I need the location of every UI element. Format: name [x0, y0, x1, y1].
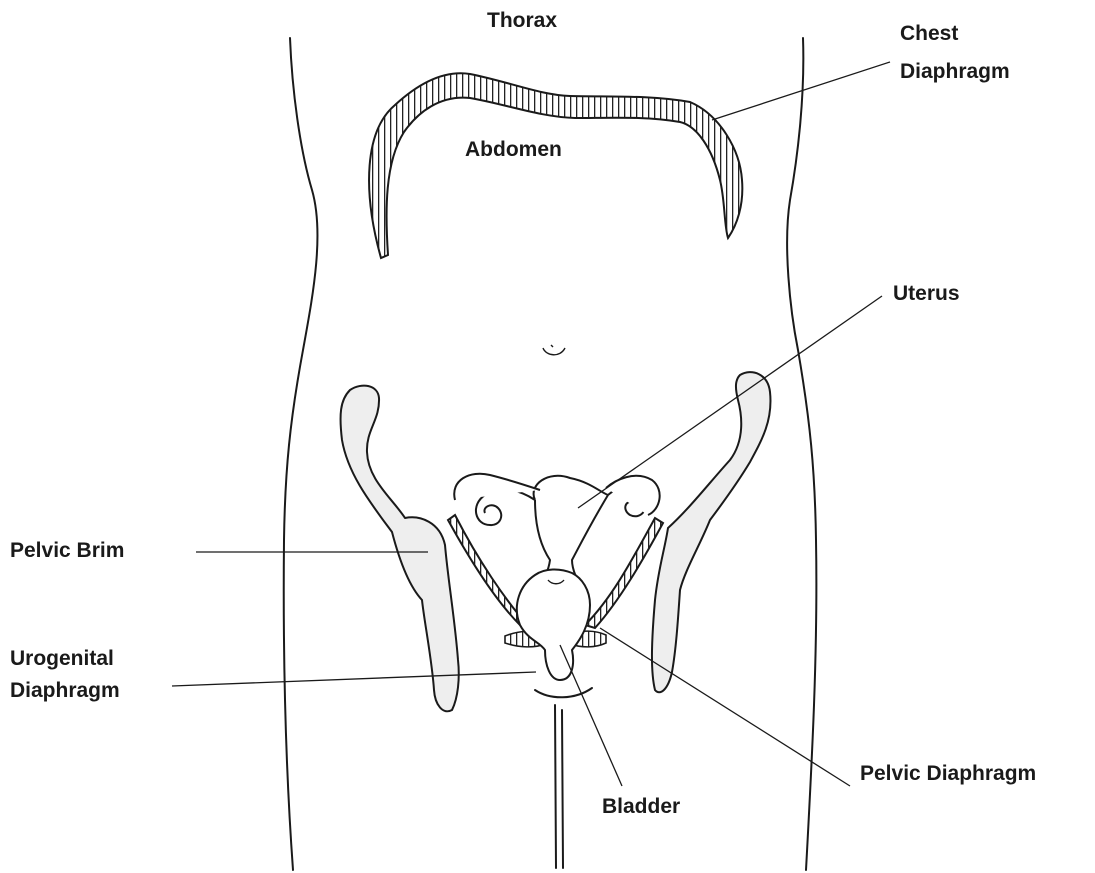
bladder [517, 569, 590, 680]
label-urogenital-2: Diaphragm [10, 679, 120, 702]
label-chest-diaphragm-1: Chest [900, 22, 958, 45]
right-iliac-bone [652, 372, 771, 692]
chest-diaphragm [369, 73, 742, 258]
label-chest-diaphragm-2: Diaphragm [900, 60, 1010, 83]
pelvic-diaphragm-right [585, 518, 663, 628]
label-urogenital-1: Urogenital [10, 647, 114, 670]
label-pelvic-diaphragm: Pelvic Diaphragm [860, 762, 1036, 785]
midline [555, 705, 556, 868]
leader-bladder [560, 645, 622, 786]
midline-inner [562, 710, 563, 868]
perineum-curve [535, 688, 592, 697]
leader-urogenital [172, 672, 536, 686]
label-thorax: Thorax [487, 9, 557, 32]
body-outline-right [787, 38, 816, 870]
label-uterus: Uterus [893, 282, 960, 305]
navel [543, 348, 565, 355]
body-outline-left [284, 38, 318, 870]
navel-top [551, 345, 553, 347]
label-abdomen: Abdomen [465, 138, 562, 161]
label-pelvic-brim: Pelvic Brim [10, 539, 124, 562]
leader-pelvic-diaphragm [600, 628, 850, 786]
left-iliac-bone [341, 386, 459, 712]
label-bladder: Bladder [602, 795, 680, 818]
